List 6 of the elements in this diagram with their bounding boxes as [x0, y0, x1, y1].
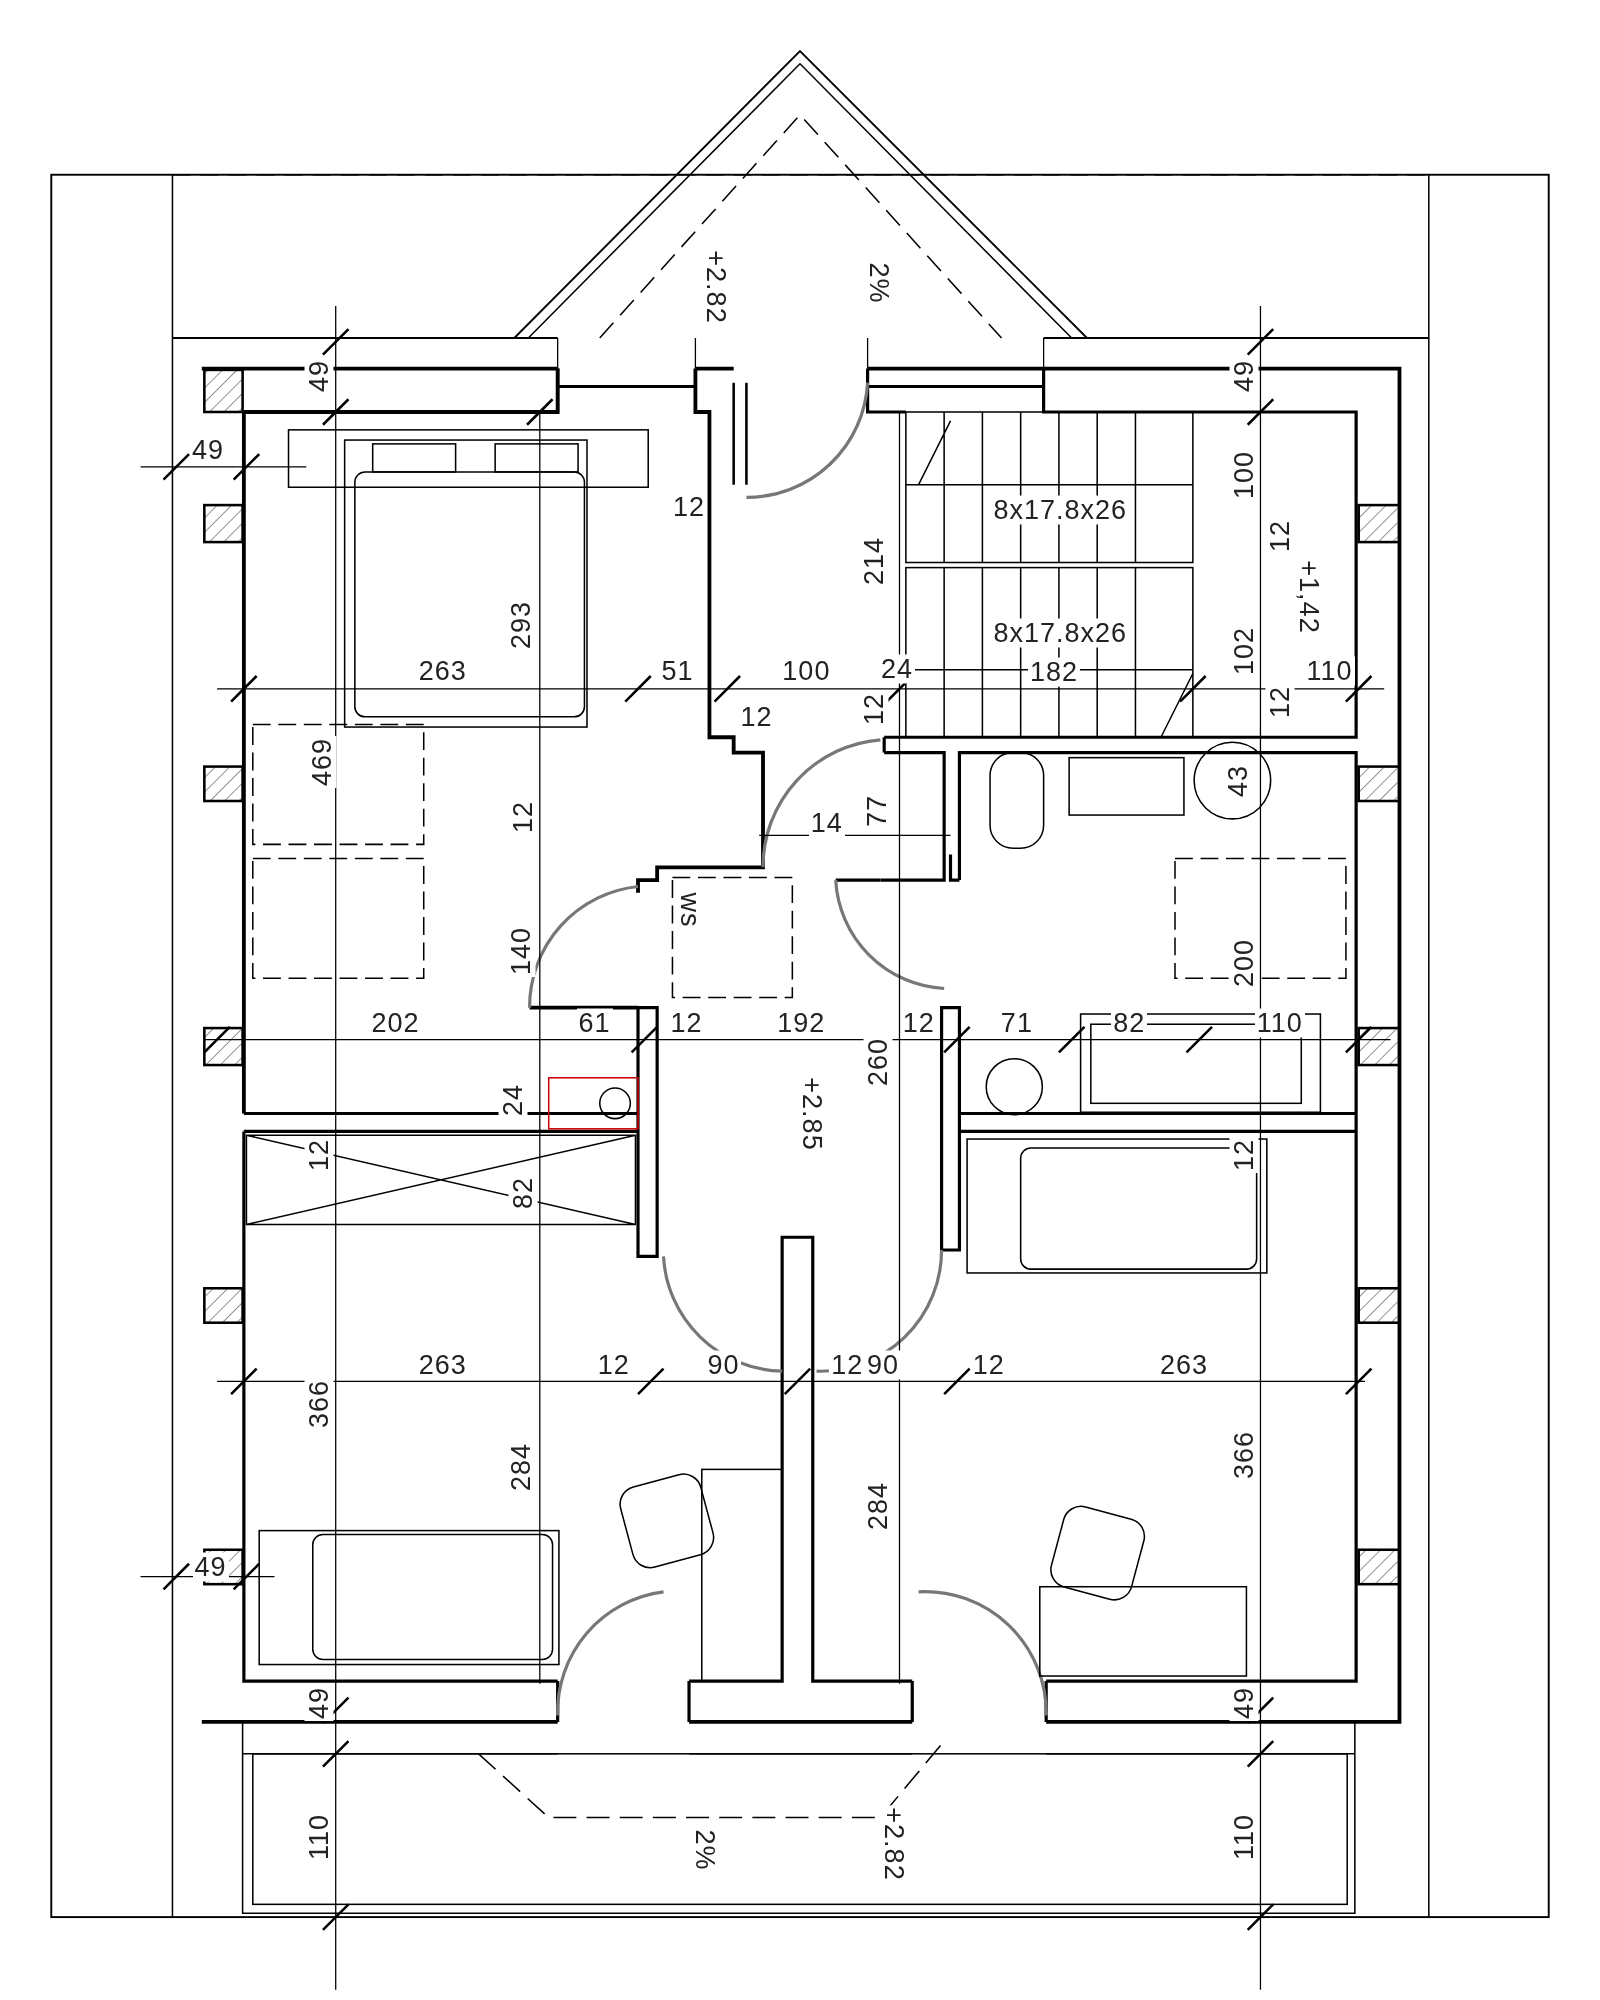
dimension-text: 366 — [304, 1377, 334, 1430]
dimension-text: 110 — [1254, 1008, 1305, 1038]
dimension-text: 90 — [864, 1350, 901, 1380]
dimension-text: 12 — [1229, 1136, 1259, 1173]
dimension-text: 182 — [1027, 657, 1080, 687]
dimension-text: 49 — [192, 1552, 229, 1582]
